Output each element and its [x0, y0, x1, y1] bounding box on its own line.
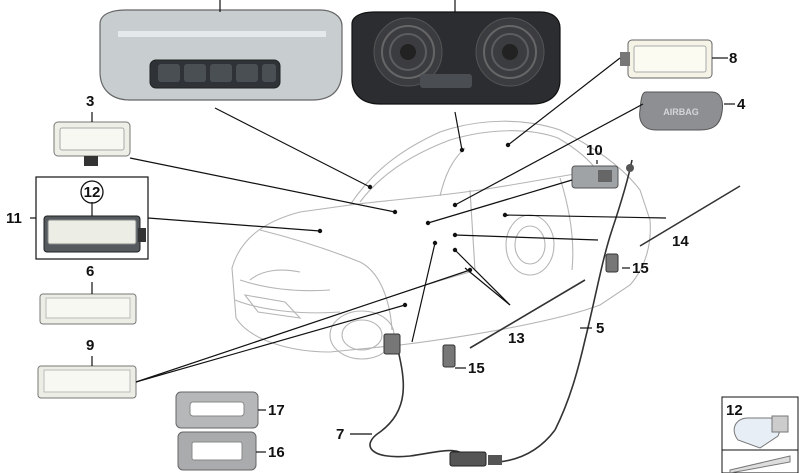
callout-3: 3 [86, 93, 94, 110]
callout-16: 16 [268, 444, 285, 461]
callout-15-left: 15 [468, 360, 485, 377]
part-3-lamp [53, 121, 131, 166]
part-10-module [571, 165, 619, 189]
callout-6: 6 [86, 263, 94, 280]
callout-12-circle [80, 180, 104, 204]
part-8-lamp [620, 39, 713, 79]
callout-12-bulb: 12 [726, 402, 743, 419]
callout-17: 17 [268, 402, 285, 419]
airbag-label: AIRBAG [663, 107, 699, 117]
car-outline [231, 120, 651, 360]
callout-11: 11 [6, 210, 22, 227]
callout-12: 12 [84, 184, 101, 201]
overhead-console-black [351, 11, 561, 105]
part-9-lamp [37, 365, 137, 399]
part-6-lamp [39, 293, 137, 325]
callout-14: 14 [672, 233, 689, 250]
callout-7: 7 [336, 426, 344, 443]
leader-lines [30, 0, 735, 453]
part-17-frame [175, 391, 259, 429]
callout-13: 13 [508, 330, 525, 347]
callout-8: 8 [729, 50, 737, 67]
overhead-console-grey [99, 9, 343, 101]
part-12-bulb-box [721, 396, 799, 473]
callout-10: 10 [586, 142, 603, 159]
callout-9: 9 [86, 337, 94, 354]
callout-5: 5 [596, 320, 604, 337]
callouts: 8 4 3 12 11 6 9 10 14 15 13 5 15 7 17 16… [6, 50, 746, 461]
callout-15-right: 15 [632, 260, 649, 277]
callout-4: 4 [737, 96, 746, 113]
wiring [369, 159, 741, 467]
part-16-frame [177, 431, 257, 471]
part-4-airbag-badge: AIRBAG [639, 91, 723, 131]
leader-dots [317, 142, 511, 308]
